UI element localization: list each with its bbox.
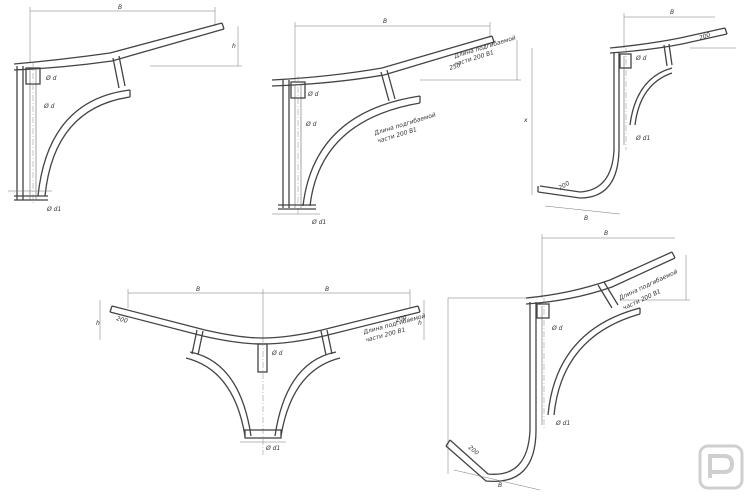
bolt-label-d1: Ø d1 [265, 445, 280, 452]
dim-label-B: B [325, 286, 329, 293]
dim-label-200: 200 [467, 444, 480, 457]
dim-label-x: x [523, 117, 528, 124]
dim-label-200: 200 [395, 314, 408, 324]
dim-label-B: B [383, 18, 387, 25]
bolt-label-d: Ø d [43, 103, 55, 110]
dim-label-200: 200 [558, 180, 572, 192]
dim-label-B: B [196, 286, 200, 293]
bracket-drawing-5: B B 200 Длина подгибаемой части 200 В1 Ø… [445, 230, 690, 491]
bolt-label-d1: Ø d1 [311, 219, 326, 226]
bolt-label-d: Ø d [271, 350, 283, 357]
dim-label-h: h [96, 320, 100, 327]
dim-label-B: B [118, 4, 122, 11]
bolt-label-d1: Ø d1 [555, 420, 570, 427]
dim-label-B: B [670, 9, 674, 16]
bolt-label-d1: Ø d1 [635, 135, 650, 142]
dim-label-200: 200 [698, 31, 711, 42]
dim-label-200: 200 [115, 315, 128, 325]
dim-label-h: h [232, 43, 236, 50]
dim-label-B: B [584, 215, 588, 222]
bracket-drawing-1: B h Ø d Ø d Ø d1 [8, 4, 242, 213]
bolt-label-d: Ø d [305, 121, 317, 128]
bolt-label-d: Ø d [307, 91, 319, 98]
bracket-drawing-2: B 250 Длина подгибаемой части 200 В1 Дли… [271, 18, 521, 226]
bracket-drawing-4: B B h h 200 200 Длина подгибаемой час [96, 286, 426, 455]
watermark-logo [698, 444, 744, 490]
dim-label-h: h [418, 320, 422, 327]
bolt-label-d: Ø d [551, 325, 563, 332]
dim-label-B: B [498, 482, 502, 489]
angle-label-250: 250 [449, 62, 462, 72]
dim-label-B: B [604, 230, 608, 237]
bracket-drawing-3: B x B 200 200 Ø d1 Ø d [523, 9, 736, 222]
bolt-label-d1: Ø d1 [46, 206, 61, 213]
bolt-label-d: Ø d [45, 75, 57, 82]
bolt-label-d: Ø d [635, 55, 647, 62]
